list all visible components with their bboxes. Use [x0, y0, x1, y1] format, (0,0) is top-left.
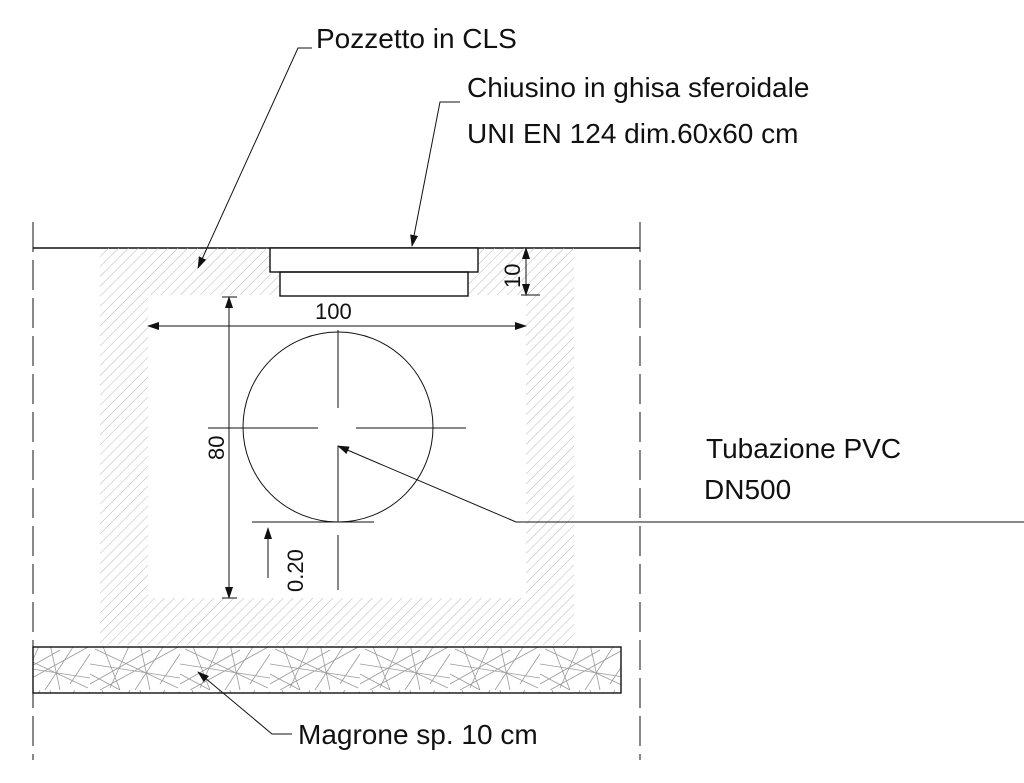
pvc-pipe: [208, 330, 466, 590]
label-pipe-line2: DN500: [704, 474, 791, 505]
dimension-cover-depth: [521, 247, 540, 296]
dimension-pipe-clearance-label: 0.20: [283, 549, 308, 592]
label-pipe-line1: Tubazione PVC: [706, 433, 901, 464]
label-cover-line2: UNI EN 124 dim.60x60 cm: [467, 118, 798, 149]
magrone-base: [32, 646, 622, 694]
dimension-height: [222, 296, 237, 599]
label-base: Magrone sp. 10 cm: [298, 719, 538, 750]
dimension-pipe-clearance: [252, 521, 374, 578]
dimension-cover-depth-label: 10: [500, 264, 525, 288]
label-chamber: Pozzetto in CLS: [316, 23, 517, 54]
leader-lines: [197, 47, 1024, 735]
dimension-height-label: 80: [204, 436, 229, 460]
dimension-width-label: 100: [315, 299, 352, 324]
cast-iron-cover: [269, 247, 479, 297]
label-cover-line1: Chiusino in ghisa sferoidale: [467, 72, 809, 103]
